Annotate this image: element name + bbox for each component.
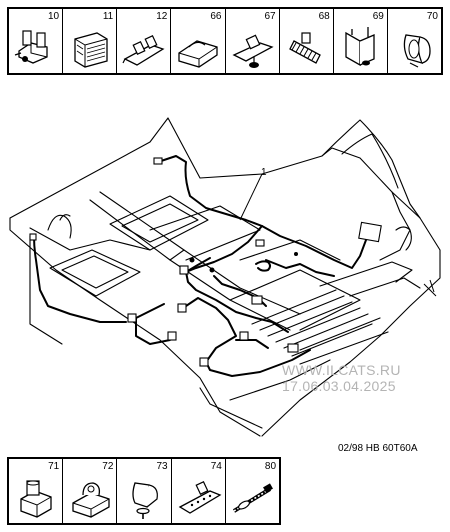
connector-block-icon — [74, 32, 108, 68]
bracket-clip-icon — [345, 27, 375, 67]
part-number: 10 — [48, 11, 60, 22]
cable-guide-icon — [403, 34, 431, 68]
double-clip-icon — [14, 30, 48, 64]
watermark-line-1: WWW.ILCATS.RU — [282, 362, 401, 378]
part-cell-72[interactable]: 72 — [63, 459, 118, 523]
part-cell-73[interactable]: 73 — [117, 459, 172, 523]
part-number: 80 — [264, 461, 277, 472]
part-cell-66[interactable]: 66 — [171, 9, 226, 73]
bottom-parts-strip: 71 72 73 74 80 — [7, 457, 281, 525]
part-number: 72 — [102, 461, 114, 472]
part-cell-68[interactable]: 68 — [280, 9, 334, 73]
cable-clip-icon — [122, 34, 165, 66]
part-cell-67[interactable]: 67 — [226, 9, 280, 73]
part-cell-69[interactable]: 69 — [334, 9, 388, 73]
hook-clip-icon — [72, 482, 110, 518]
document-reference: 02/98 HB 60T60A — [338, 443, 418, 454]
part-number: 68 — [318, 11, 330, 22]
corrugated-sleeve-icon — [288, 32, 321, 64]
part-cell-10[interactable]: 10 — [9, 9, 64, 73]
part-number: 12 — [156, 11, 168, 22]
grommet-clip-icon — [178, 40, 219, 68]
callout-number: 1 — [261, 167, 267, 178]
cable-tie-icon — [232, 483, 273, 513]
part-number: 67 — [264, 11, 276, 22]
top-parts-strip: 10 11 12 66 — [7, 7, 443, 75]
part-number: 66 — [210, 11, 222, 22]
part-number: 74 — [210, 461, 222, 472]
part-number: 69 — [372, 11, 384, 22]
harness-clip-icon — [231, 34, 274, 68]
strap-clip-icon — [178, 480, 222, 514]
part-number: 71 — [48, 461, 60, 472]
part-cell-80[interactable]: 80 — [226, 459, 279, 523]
part-cell-12[interactable]: 12 — [117, 9, 172, 73]
part-number: 73 — [156, 461, 168, 472]
part-cell-11[interactable]: 11 — [63, 9, 118, 73]
part-cell-70[interactable]: 70 — [388, 9, 441, 73]
part-number: 70 — [426, 11, 438, 22]
pillar-clip-icon — [20, 480, 52, 518]
part-number: 11 — [102, 11, 114, 22]
part-cell-74[interactable]: 74 — [172, 459, 226, 523]
part-cell-71[interactable]: 71 — [9, 459, 64, 523]
floor-wiring-harness-diagram — [9, 117, 441, 437]
screw-clip-icon — [132, 482, 159, 519]
watermark-line-2: 17.06.03.04.2025 — [282, 378, 396, 394]
